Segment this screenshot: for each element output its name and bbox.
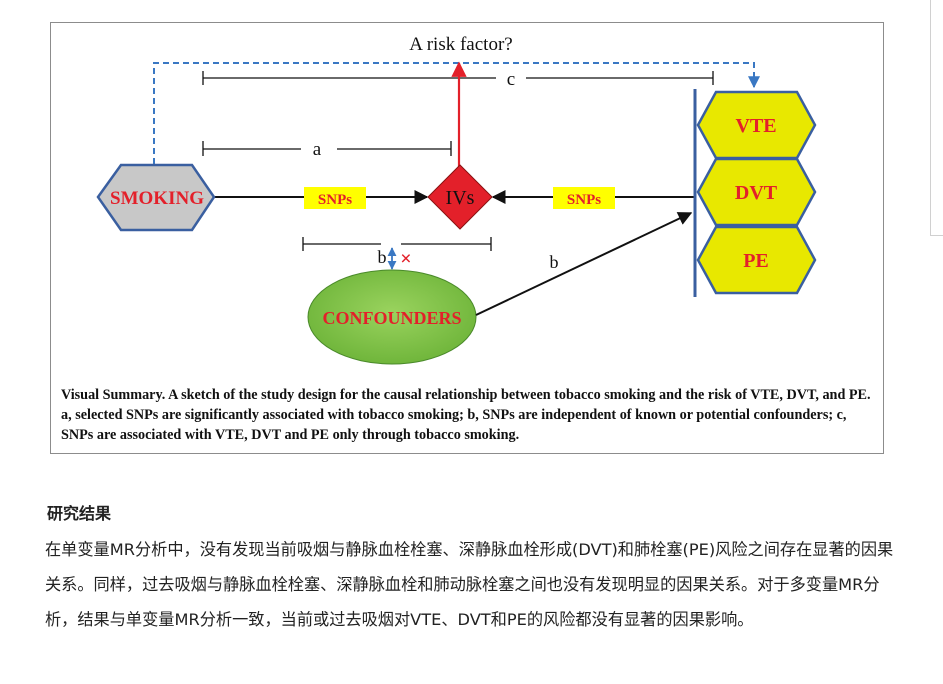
results-heading: 研究结果 — [47, 504, 112, 523]
ivs-node — [427, 164, 493, 230]
figure-frame: A risk factor? c a SNPs SNPs SMO — [50, 22, 884, 454]
snps-box-right — [553, 187, 615, 209]
confounders-label: CONFOUNDERS — [322, 308, 461, 328]
bracket-a-label: a — [313, 139, 322, 160]
results-paragraph: 在单变量MR分析中，没有发现当前吸烟与静脉血栓栓塞、深静脉血栓形成(DVT)和肺… — [45, 540, 894, 629]
side-panel-edge — [930, 0, 943, 236]
bracket-a — [202, 141, 452, 156]
ivs-label: IVs — [446, 187, 475, 209]
dvt-node — [696, 157, 817, 227]
bracket-c-label: c — [507, 69, 515, 90]
snps-box-left — [304, 187, 366, 209]
no-association-mark: × — [400, 248, 411, 270]
smoking-label: SMOKING — [110, 188, 204, 209]
smoking-node — [96, 163, 216, 232]
bracket-b-lower-label: b — [550, 252, 559, 272]
figure-caption: Visual Summary. A sketch of the study de… — [61, 387, 871, 443]
bracket-c — [202, 71, 714, 85]
diagram-title: A risk factor? — [409, 34, 512, 55]
snps-label-left: SNPs — [318, 192, 352, 208]
vte-label: VTE — [735, 115, 776, 137]
arrow-confounders-to-outcomes — [475, 212, 693, 316]
pe-label: PE — [743, 250, 769, 272]
study-design-diagram: A risk factor? c a SNPs SNPs SMO — [96, 34, 817, 365]
confounders-node — [307, 269, 477, 365]
bracket-b-upper-label: b — [378, 247, 387, 267]
dvt-label: DVT — [735, 182, 778, 204]
pe-node — [696, 225, 817, 295]
snps-label-right: SNPs — [567, 192, 601, 208]
bracket-b-upper — [302, 237, 492, 251]
